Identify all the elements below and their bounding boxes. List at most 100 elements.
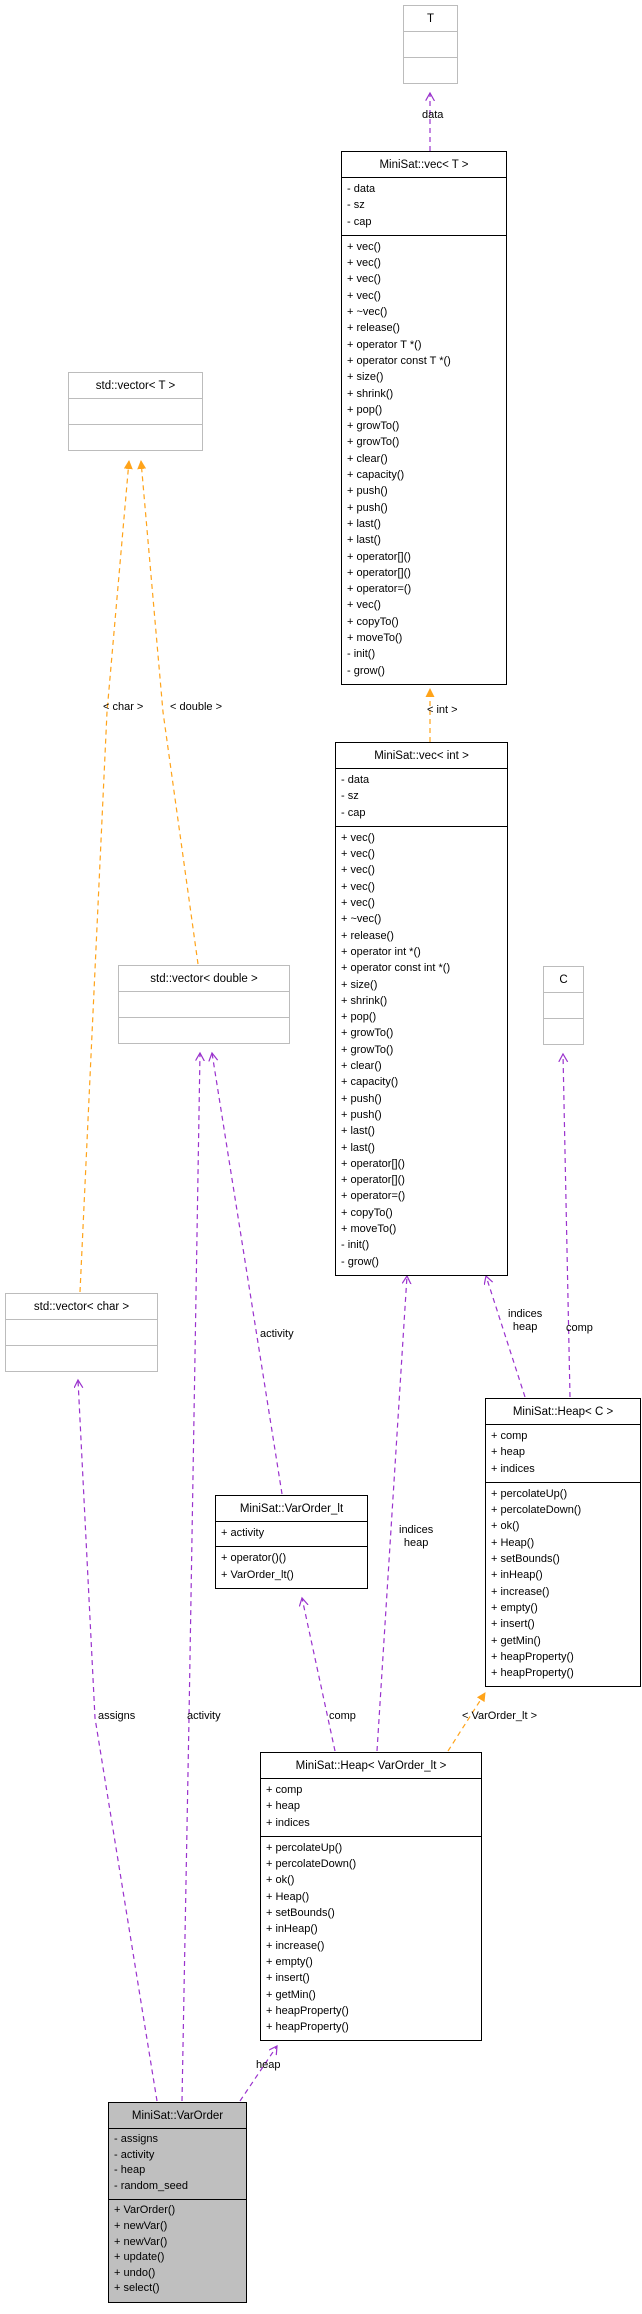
- methods: + percolateUp()+ percolateDown()+ ok()+ …: [261, 1835, 481, 2041]
- member: + vec(): [341, 897, 375, 910]
- member: + heapProperty(): [491, 1667, 574, 1680]
- member: + heapProperty(): [491, 1650, 574, 1663]
- member: + indices: [266, 1816, 310, 1829]
- member: + release(): [341, 929, 394, 942]
- member: + shrink(): [347, 387, 394, 400]
- edge-activity-varorderlt: [212, 1053, 283, 1495]
- edge-label-double-instance: < double >: [170, 701, 222, 713]
- empty-compartment: [119, 1017, 289, 1043]
- member: + vec(): [341, 880, 375, 893]
- member: + operator()(): [221, 1552, 287, 1565]
- member: - grow(): [341, 1255, 379, 1268]
- member: + increase(): [491, 1585, 550, 1598]
- class-minisat-heap-c[interactable]: MiniSat::Heap< C > + comp+ heap+ indices…: [485, 1398, 641, 1688]
- edge-label-indices-heap-mid: indices heap: [399, 1524, 434, 1549]
- edge-label-activity-mid: activity: [260, 1328, 294, 1340]
- edge-double-instance: [137, 460, 199, 965]
- member: + VarOrder_lt(): [221, 1568, 294, 1581]
- member: - init(): [347, 648, 376, 661]
- attributes: - assigns- activity- heap- random_seed: [109, 2128, 246, 2199]
- member: + newVar(): [114, 2219, 168, 2232]
- empty-compartment: [404, 31, 457, 57]
- class-minisat-heap-varorder-lt[interactable]: MiniSat::Heap< VarOrder_lt > + comp+ hea…: [260, 1752, 482, 2042]
- member: + capacity(): [347, 469, 405, 482]
- member: + empty(): [266, 1955, 313, 1968]
- attributes: - data- sz- cap: [342, 177, 506, 235]
- member: + ~vec(): [341, 913, 382, 926]
- member: + vec(): [347, 257, 381, 270]
- member: + percolateDown(): [491, 1504, 582, 1517]
- class-title: MiniSat::VarOrder: [131, 2110, 224, 2122]
- member: + comp: [491, 1430, 528, 1442]
- edge-label-int-instance: < int >: [427, 704, 458, 716]
- edge-label-data: data: [422, 109, 444, 121]
- member: + vec(): [347, 599, 381, 612]
- edge-label-activity-bottom: activity: [187, 1710, 221, 1722]
- class-minisat-varorder[interactable]: MiniSat::VarOrder - assigns- activity- h…: [108, 2102, 247, 2303]
- edge-indices-heap-right: [486, 1276, 526, 1398]
- member: + insert(): [266, 1972, 310, 1985]
- member: - sz: [347, 199, 365, 212]
- member: - heap: [114, 2164, 146, 2177]
- edge-char-instance: [79, 460, 133, 1293]
- member: + growTo(): [341, 1043, 394, 1056]
- member: + heapProperty(): [266, 2021, 349, 2034]
- edge-comp-varorderlt: [302, 1598, 336, 1752]
- member: + push(): [347, 485, 388, 498]
- empty-compartment: [119, 991, 289, 1017]
- member: + activity: [221, 1527, 265, 1539]
- member: - activity: [114, 2148, 155, 2161]
- member: + vec(): [347, 289, 381, 302]
- member: + moveTo(): [341, 1223, 397, 1236]
- member: + ok(): [266, 1874, 295, 1887]
- class-title: std::vector< T >: [95, 380, 176, 392]
- class-minisat-varorder-lt[interactable]: MiniSat::VarOrder_lt + activity + operat…: [215, 1495, 368, 1589]
- member: + operator T *(): [347, 338, 422, 351]
- member: + inHeap(): [491, 1569, 543, 1582]
- methods: + percolateUp()+ percolateDown()+ ok()+ …: [486, 1481, 640, 1687]
- empty-compartment: [404, 57, 457, 83]
- member: + operator const T *(): [347, 354, 451, 367]
- empty-compartment: [69, 398, 202, 424]
- member: + growTo(): [347, 436, 400, 449]
- member: + indices: [491, 1462, 535, 1475]
- member: + last(): [347, 534, 381, 547]
- methods: + operator()() + VarOrder_lt(): [216, 1546, 367, 1588]
- class-title: T: [426, 13, 435, 25]
- member: + clear(): [341, 1060, 382, 1073]
- edge-heap: [239, 2046, 277, 2102]
- attributes: - data- sz- cap: [336, 768, 507, 826]
- member: + heap: [491, 1446, 525, 1459]
- member: + Heap(): [266, 1890, 310, 1903]
- member: - init(): [341, 1239, 370, 1252]
- class-title: std::vector< double >: [150, 973, 258, 985]
- member: + release(): [347, 322, 400, 335]
- member: + newVar(): [114, 2235, 168, 2248]
- class-title: MiniSat::vec< int >: [374, 750, 469, 762]
- class-std-vector-t: std::vector< T >: [68, 372, 203, 451]
- member: + vec(): [347, 273, 381, 286]
- member: + getMin(): [491, 1634, 541, 1647]
- member: + operator[](): [347, 550, 411, 563]
- member: + pop(): [347, 403, 383, 416]
- member: + inHeap(): [266, 1923, 318, 1936]
- member: + ok(): [491, 1520, 520, 1533]
- class-minisat-vec-t[interactable]: MiniSat::vec< T > - data- sz- cap + vec(…: [341, 151, 507, 685]
- member: + vec(): [341, 831, 375, 844]
- member: - grow(): [347, 664, 385, 677]
- member: + operator[](): [341, 1174, 405, 1187]
- member: + heapProperty(): [266, 2004, 349, 2017]
- member: + operator=(): [341, 1190, 406, 1203]
- member: + push(): [341, 1108, 382, 1121]
- empty-compartment: [6, 1319, 157, 1345]
- member: + operator[](): [347, 566, 411, 579]
- member: + undo(): [114, 2266, 156, 2279]
- edge-indices-heap-mid: [376, 1276, 407, 1752]
- member: + moveTo(): [347, 632, 403, 645]
- member: + pop(): [341, 1011, 377, 1024]
- class-minisat-vec-int[interactable]: MiniSat::vec< int > - data- sz- cap + ve…: [335, 742, 508, 1276]
- member: + size(): [341, 978, 378, 991]
- methods: + VarOrder()+ newVar()+ newVar()+ update…: [109, 2199, 246, 2302]
- class-std-vector-char: std::vector< char >: [5, 1293, 158, 1372]
